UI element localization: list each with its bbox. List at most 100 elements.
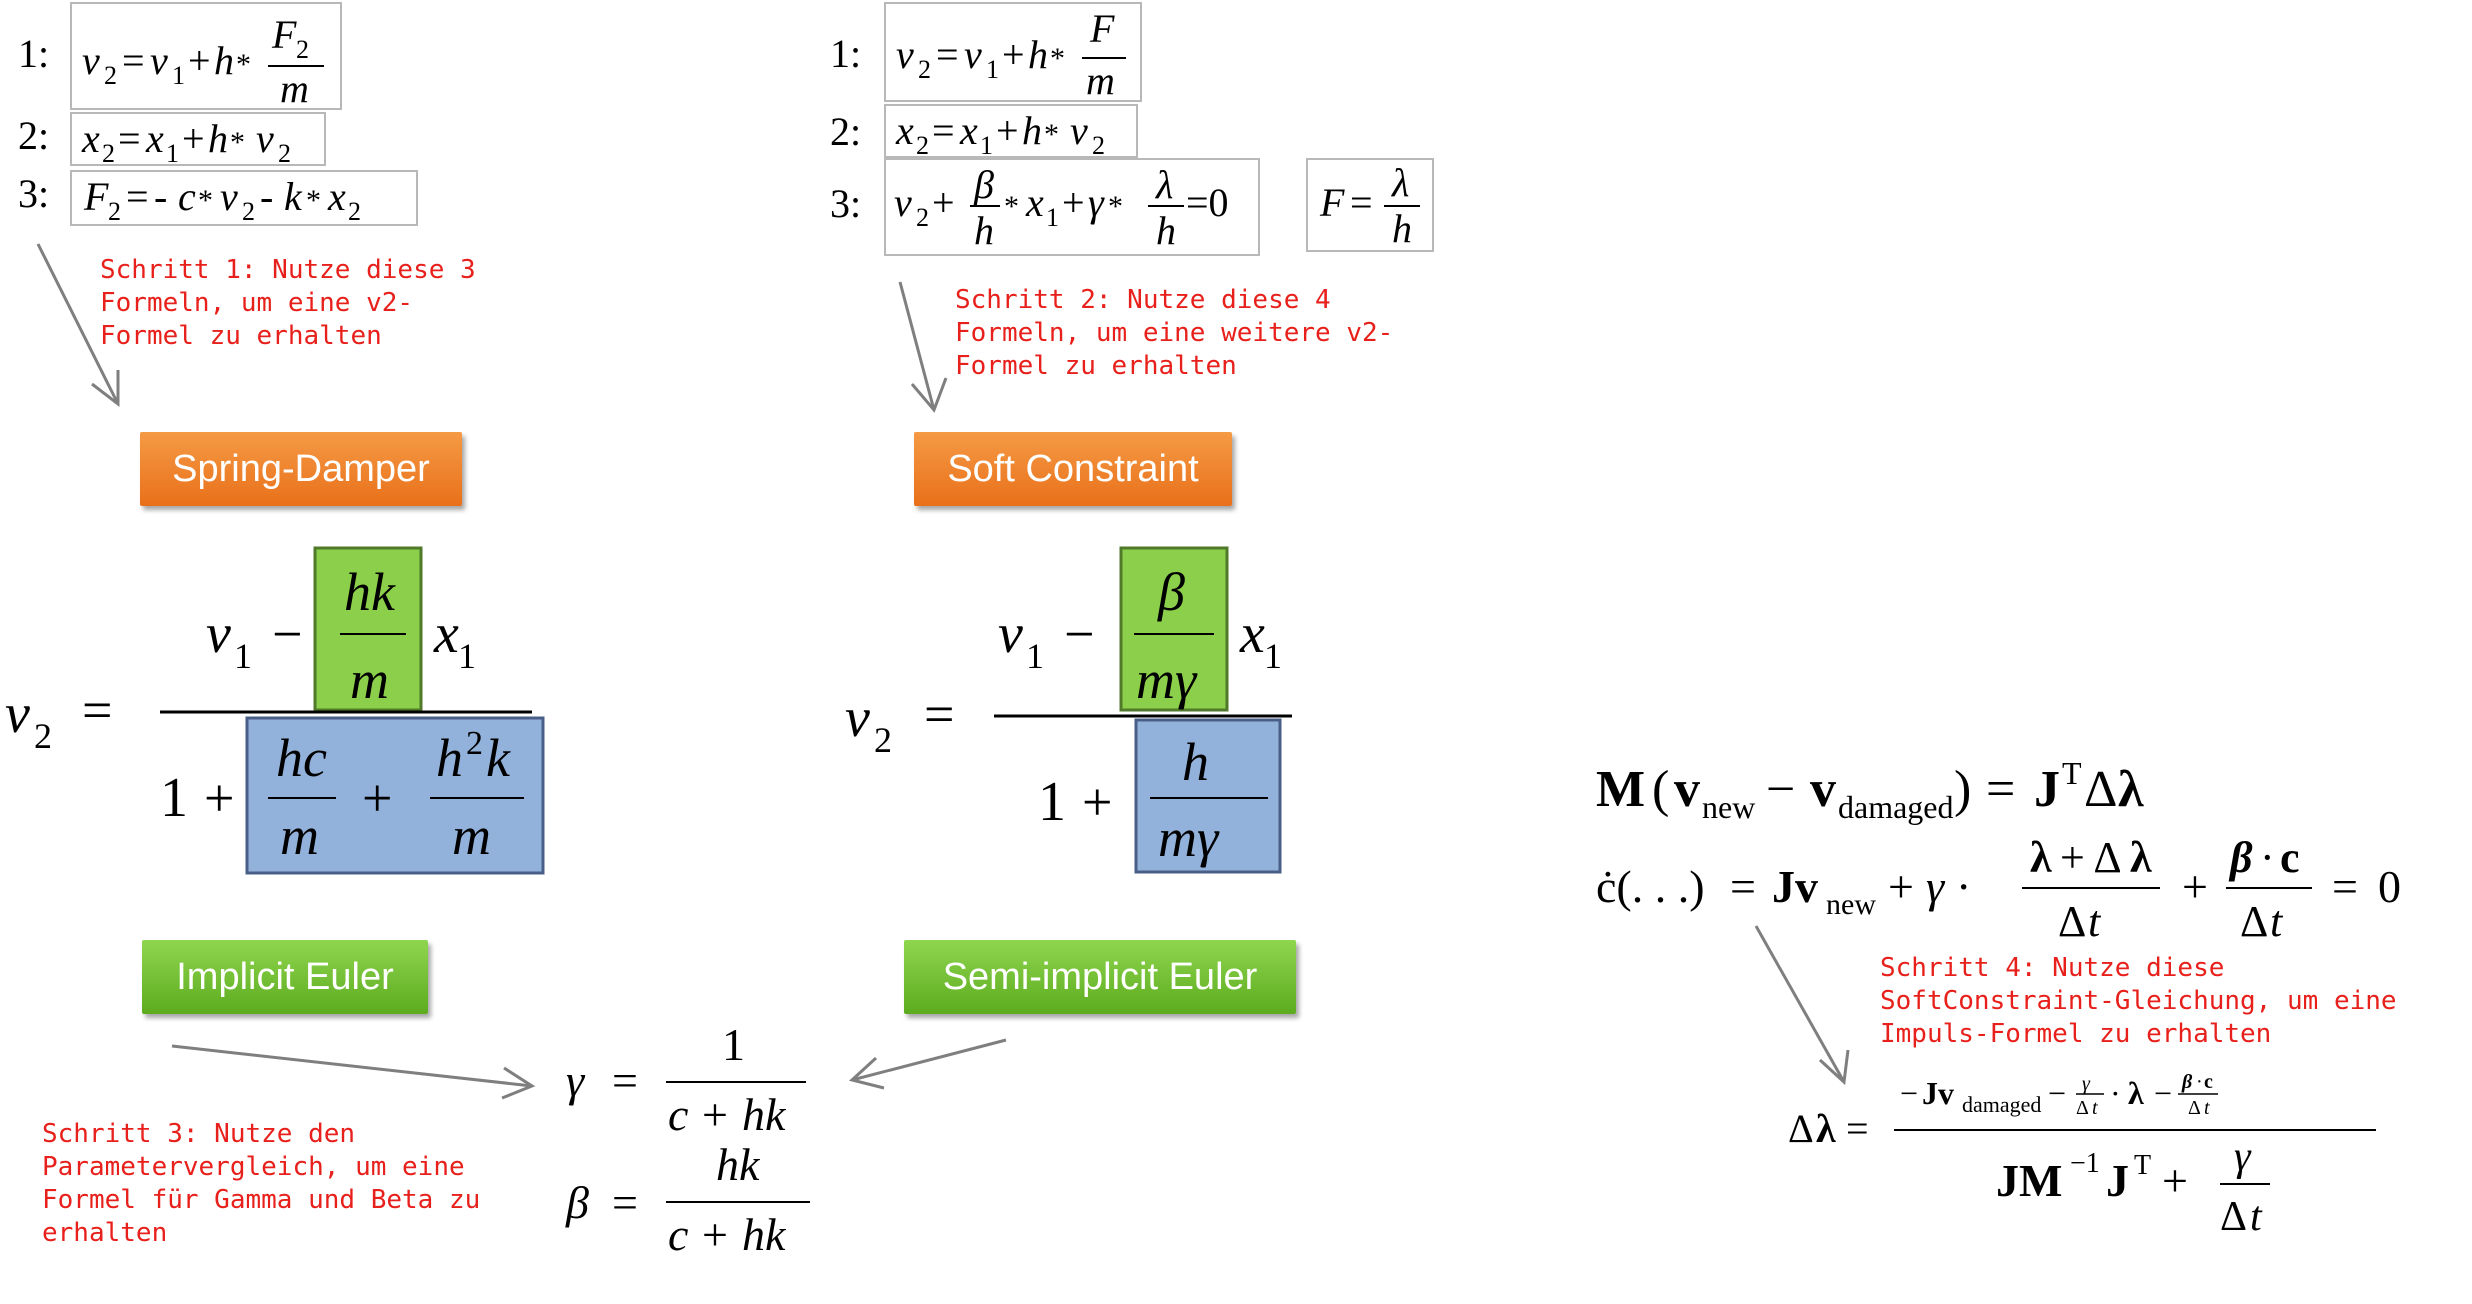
svg-text:+: + — [204, 768, 234, 828]
svg-text:−: − — [272, 604, 302, 664]
soft-constraint-label: Soft Constraint — [914, 432, 1232, 506]
svg-text:F: F — [1089, 6, 1115, 51]
arrow-step3-right — [851, 1038, 1007, 1082]
svg-text:x: x — [327, 174, 346, 219]
svg-text:·: · — [1956, 861, 1971, 912]
svg-text:1: 1 — [166, 139, 179, 164]
v2-implicit-euler-formula: v 2 = v 1 − hk m x 1 1 + hc m + h 2 k m — [5, 546, 545, 875]
svg-text:=: = — [612, 1055, 638, 1106]
svg-text:−: − — [2154, 1075, 2172, 1111]
svg-text:v: v — [206, 603, 231, 665]
svg-text:2: 2 — [918, 55, 931, 84]
svg-text:F: F — [83, 174, 109, 219]
svg-text:t: t — [2250, 1194, 2263, 1240]
svg-text:v: v — [896, 32, 914, 77]
svg-text:+: + — [1082, 772, 1112, 832]
svg-text:*: * — [306, 184, 321, 217]
implicit-euler-label: Implicit Euler — [142, 940, 428, 1014]
svg-text:*: * — [236, 48, 251, 81]
svg-text:Δ: Δ — [2058, 897, 2086, 946]
svg-text:+: + — [702, 1089, 728, 1140]
svg-text:h: h — [208, 116, 228, 161]
svg-text:=: = — [936, 32, 959, 77]
step2-note: Schritt 2: Nutze diese 4 Formeln, um ein… — [955, 285, 1394, 381]
svg-text:hk: hk — [716, 1139, 761, 1190]
formula-F-lambda-svg: F = λ h — [1319, 160, 1420, 251]
svg-text:=: = — [932, 108, 955, 153]
blue-highlight-right — [1134, 718, 1282, 874]
svg-text:λ: λ — [2118, 761, 2144, 818]
svg-text:k: k — [284, 174, 303, 219]
svg-text:2: 2 — [104, 61, 117, 90]
line-number-2-mid: 2: — [830, 109, 862, 154]
svg-text:1: 1 — [160, 767, 188, 829]
svg-text:λ: λ — [2128, 1075, 2144, 1111]
svg-text:1: 1 — [980, 131, 993, 156]
svg-text:h: h — [974, 208, 994, 253]
svg-text:J: J — [2106, 1155, 2129, 1206]
svg-text:v: v — [1810, 761, 1836, 818]
svg-text:h: h — [214, 38, 234, 83]
svg-text:+: + — [1062, 180, 1085, 225]
arrow-step3-left — [171, 1044, 533, 1088]
svg-text:λ: λ — [2030, 833, 2052, 882]
svg-text:Jv: Jv — [1922, 1075, 1954, 1111]
step1-note: Schritt 1: Nutze diese 3 Formeln, um ein… — [100, 255, 476, 351]
svg-text:m: m — [452, 806, 491, 866]
formula-x2-left: x 2 = x 1 + h * v 2 — [70, 112, 326, 168]
svg-text:hk: hk — [344, 562, 396, 622]
svg-text:λ: λ — [2130, 833, 2152, 882]
svg-text:J: J — [2034, 761, 2060, 818]
svg-text:x: x — [1025, 180, 1044, 225]
svg-text:*: * — [198, 184, 213, 217]
svg-text:=: = — [1986, 761, 2015, 818]
svg-text:*: * — [1050, 42, 1065, 75]
svg-text:γ: γ — [1088, 180, 1105, 225]
svg-text:λ: λ — [1816, 1106, 1836, 1151]
svg-text:λ: λ — [1155, 162, 1173, 207]
svg-text:β: β — [2228, 833, 2253, 882]
svg-text:1: 1 — [986, 55, 999, 84]
svg-text:v: v — [1674, 761, 1700, 818]
svg-text:+ Δ: + Δ — [2060, 833, 2122, 882]
svg-text:β: β — [1157, 562, 1185, 622]
svg-text:mγ: mγ — [1158, 808, 1220, 868]
svg-text:c: c — [668, 1209, 688, 1260]
gamma-beta-formulas: γ = 1 c + hk β = hk c + hk — [565, 1019, 810, 1260]
svg-text:hk: hk — [742, 1209, 787, 1260]
svg-text:2: 2 — [1092, 131, 1105, 156]
svg-text:c: c — [178, 174, 196, 219]
svg-text:new: new — [1702, 789, 1755, 825]
svg-text:t: t — [2092, 1097, 2098, 1119]
svg-text:ċ(. . .): ċ(. . .) — [1596, 861, 1705, 912]
formula-x2-mid: x 2 = x 1 + h * v 2 — [884, 104, 1138, 160]
formula-F2: F 2 = - c * v 2 - k * x 2 — [70, 170, 418, 226]
svg-text:=: = — [2332, 861, 2358, 912]
svg-text:JM: JM — [1996, 1155, 2062, 1206]
formula-v2-soft: v 2 = v 1 + h * F m — [884, 2, 1142, 103]
step4-note: Schritt 4: Nutze diese SoftConstraint-Gl… — [1880, 953, 2397, 1049]
svg-text:2: 2 — [296, 35, 309, 64]
line-number-3-mid: 3: — [830, 181, 862, 226]
svg-text:Δ: Δ — [1788, 1106, 1814, 1151]
svg-text:T: T — [2134, 1150, 2151, 1181]
svg-text:+: + — [2162, 1155, 2188, 1206]
svg-text:F: F — [271, 12, 297, 57]
svg-text:damaged: damaged — [1962, 1092, 2041, 1117]
svg-text:hk: hk — [742, 1089, 787, 1140]
formula-v2-soft-svg: v 2 = v 1 + h * F m — [896, 6, 1126, 103]
svg-text:=0: =0 — [1186, 180, 1229, 225]
formula-soft-constraint-svg: v 2 + β h * x 1 + γ * λ h =0 — [894, 162, 1229, 253]
svg-text:+: + — [362, 768, 392, 828]
svg-text:x: x — [959, 108, 978, 153]
svg-text:1: 1 — [1264, 636, 1282, 676]
svg-text:1: 1 — [172, 61, 185, 90]
svg-text:+: + — [932, 180, 955, 225]
svg-text:=: = — [612, 1177, 638, 1228]
svg-text:1: 1 — [1026, 636, 1044, 676]
svg-text:mγ: mγ — [1136, 650, 1198, 710]
formula-F-lambda: F = λ h — [1306, 158, 1434, 252]
svg-text:1: 1 — [458, 636, 476, 676]
svg-text:1: 1 — [234, 636, 252, 676]
